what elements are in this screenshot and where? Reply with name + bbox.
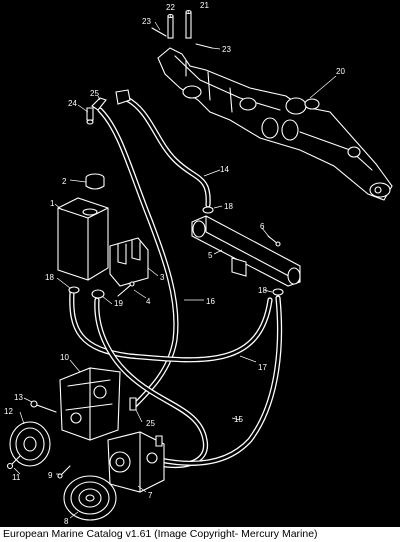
callout-23a: 23 bbox=[142, 17, 151, 26]
fitting-24 bbox=[86, 107, 94, 125]
callout-18b: 18 bbox=[45, 273, 54, 282]
callout-9: 9 bbox=[48, 471, 53, 480]
callout-2: 2 bbox=[62, 177, 67, 186]
bracket-3 bbox=[109, 237, 149, 287]
copyright-caption: European Marine Catalog v1.61 (Image Cop… bbox=[3, 528, 318, 540]
callout-8: 8 bbox=[64, 517, 69, 526]
callout-4: 4 bbox=[146, 297, 151, 306]
reservoir-1 bbox=[57, 197, 109, 281]
callout-13: 13 bbox=[14, 393, 23, 402]
pin-22 bbox=[167, 13, 174, 39]
callout-10: 10 bbox=[60, 353, 69, 362]
exploded-parts-diagram: 23 22 21 23 20 24 25 2 14 1 18 6 5 3 18 … bbox=[4, 1, 393, 526]
callout-6: 6 bbox=[260, 222, 265, 231]
callout-22: 22 bbox=[166, 3, 175, 12]
clamp-18-left bbox=[68, 286, 80, 294]
reservoir-cap-2 bbox=[85, 173, 105, 190]
callout-3: 3 bbox=[160, 273, 165, 282]
leader-lines bbox=[13, 9, 337, 519]
caption-bar: European Marine Catalog v1.61 (Image Cop… bbox=[0, 527, 400, 542]
callout-7: 7 bbox=[148, 491, 153, 500]
callout-16: 16 bbox=[206, 297, 215, 306]
callout-19: 19 bbox=[114, 299, 123, 308]
cooler-5 bbox=[191, 215, 301, 287]
callout-20: 20 bbox=[336, 67, 345, 76]
pulley-12 bbox=[9, 421, 51, 467]
pump-7 bbox=[107, 431, 165, 493]
callout-17: 17 bbox=[258, 363, 267, 372]
callout-15: 15 bbox=[234, 415, 243, 424]
screw-23-upper bbox=[151, 27, 167, 37]
callout-25b: 25 bbox=[146, 419, 155, 428]
callout-24: 24 bbox=[68, 99, 77, 108]
pump-bracket-10 bbox=[59, 367, 121, 441]
callout-11: 11 bbox=[12, 473, 21, 482]
hose-16 bbox=[97, 107, 179, 408]
hose-14 bbox=[122, 95, 211, 208]
hose-17 bbox=[69, 289, 273, 363]
callout-18a: 18 bbox=[224, 202, 233, 211]
pulley-8 bbox=[63, 475, 117, 521]
callout-25a: 25 bbox=[90, 89, 99, 98]
screw-9 bbox=[57, 465, 71, 479]
bolt-13 bbox=[30, 400, 57, 413]
callout-21: 21 bbox=[200, 1, 209, 10]
steering-cylinder bbox=[157, 47, 393, 201]
screw-11 bbox=[6, 455, 21, 470]
elbow-fitting-25 bbox=[91, 89, 131, 111]
callout-23b: 23 bbox=[222, 45, 231, 54]
hose-15 bbox=[157, 295, 283, 466]
clamp-18-top bbox=[202, 206, 214, 214]
callout-labels: 23 22 21 23 20 24 25 2 14 1 18 6 5 3 18 … bbox=[4, 1, 345, 526]
callout-12: 12 bbox=[4, 407, 13, 416]
callout-5: 5 bbox=[208, 251, 213, 260]
callout-1: 1 bbox=[50, 199, 55, 208]
callout-18c: 18 bbox=[258, 286, 267, 295]
pin-21 bbox=[185, 9, 192, 39]
callout-14: 14 bbox=[220, 165, 229, 174]
screw-4 bbox=[117, 281, 135, 297]
clamp-18-right bbox=[272, 288, 284, 296]
clamp-19 bbox=[91, 289, 105, 299]
screw-23-lower bbox=[195, 43, 213, 49]
screw-6 bbox=[267, 235, 281, 247]
